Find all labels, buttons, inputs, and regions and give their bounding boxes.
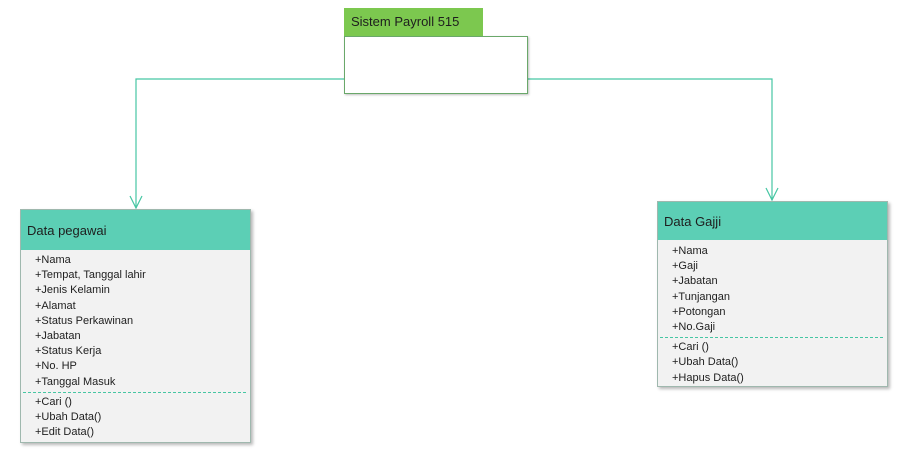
section-divider [23,391,246,393]
attribute-item: +Tempat, Tanggal lahir [35,269,146,282]
attribute-item: +Status Perkawinan [35,314,134,327]
class-box-data-pegawai[interactable]: Data pegawai +Nama +Tempat, Tanggal lahi… [20,209,251,443]
attribute-item: +Tunjangan [672,290,731,303]
method-item: +Cari () [672,341,709,354]
attribute-item: +Potongan [672,305,726,318]
class-header: Data Gajji [658,202,887,240]
class-title: Data pegawai [27,222,107,238]
root-class-sistem-payroll[interactable]: Sistem Payroll 515 [344,8,528,94]
attribute-item: +Status Kerja [35,345,102,358]
connector-to-data-gajji [528,78,773,200]
attribute-list: +Nama +Tempat, Tanggal lahir +Jenis Kela… [21,250,250,390]
root-class-body [344,36,528,94]
method-item: +Hapus Data() [672,371,744,384]
section-divider [660,337,883,339]
attribute-item: +Jabatan [672,275,718,288]
attribute-item: +No.Gaji [672,320,716,333]
attribute-item: +Nama [672,245,708,257]
attribute-item: +Jabatan [35,329,81,342]
class-header: Data pegawai [21,210,250,250]
attribute-item: +No. HP [35,360,77,373]
arrowhead-data-gajji [765,187,779,202]
class-box-data-gajji[interactable]: Data Gajji +Nama +Gaji +Jabatan +Tunjang… [657,201,888,387]
attribute-item: +Gaji [672,260,698,273]
attribute-item: +Alamat [35,299,76,312]
attribute-item: +Nama [35,254,71,266]
method-list: +Cari () +Ubah Data() +Hapus Data() [658,340,887,386]
method-item: +Cari () [35,395,72,408]
root-class-title: Sistem Payroll 515 [344,8,483,36]
attribute-list: +Nama +Gaji +Jabatan +Tunjangan +Potonga… [658,240,887,335]
method-list: +Cari () +Ubah Data() +Edit Data() [21,395,250,441]
method-item: +Ubah Data() [35,410,102,423]
class-title: Data Gajji [664,213,722,229]
attribute-item: +Tanggal Masuk [35,375,116,388]
connector-to-data-pegawai [135,78,344,208]
method-item: +Edit Data() [35,426,94,439]
method-item: +Ubah Data() [672,356,739,369]
arrowhead-data-pegawai [129,195,143,210]
attribute-item: +Jenis Kelamin [35,284,110,297]
